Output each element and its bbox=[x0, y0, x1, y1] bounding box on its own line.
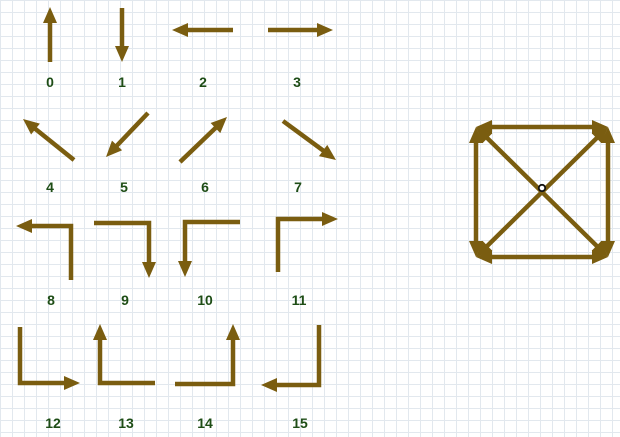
arrow-down-then-right-shaft bbox=[17, 327, 66, 386]
arrow-left-then-down-shaft bbox=[182, 219, 240, 263]
left-edge-arrow-head-end bbox=[469, 127, 483, 143]
arrow-down-then-right-head bbox=[64, 376, 80, 390]
direction-label: 5 bbox=[120, 179, 128, 195]
arrow-up-then-left-icon bbox=[16, 219, 74, 280]
direction-label: 7 bbox=[294, 179, 302, 195]
arrow-left-then-up-head bbox=[93, 324, 107, 340]
arrow-down-left-shaft bbox=[114, 111, 150, 149]
direction-label: 4 bbox=[46, 179, 54, 195]
direction-cell-5: 5 bbox=[106, 111, 150, 195]
arrow-up-then-right-icon bbox=[275, 212, 338, 272]
direction-label: 8 bbox=[47, 292, 55, 308]
arrow-up-right-icon bbox=[178, 117, 227, 164]
arrow-down-icon bbox=[115, 8, 129, 62]
arrow-right-then-down-shaft bbox=[94, 220, 152, 264]
direction-cell-0: 0 bbox=[43, 7, 57, 90]
direction-label: 11 bbox=[292, 292, 307, 308]
arrow-up-head bbox=[43, 7, 57, 23]
top-edge-arrow-head-end bbox=[592, 120, 608, 134]
arrow-left-head bbox=[172, 23, 188, 37]
direction-cell-13: 13 bbox=[93, 324, 155, 431]
arrow-right-icon bbox=[268, 23, 333, 37]
arrow-right-then-up-icon bbox=[175, 324, 240, 387]
arrow-up-left-icon bbox=[23, 119, 76, 162]
arrow-up-right-head bbox=[210, 117, 227, 134]
arrow-left-then-up-shaft bbox=[97, 338, 155, 386]
arrow-up-then-right-head bbox=[322, 212, 338, 226]
right-edge-arrow-head-end bbox=[601, 241, 615, 257]
arrow-right-then-down-icon bbox=[94, 220, 156, 278]
direction-label: 12 bbox=[45, 415, 61, 431]
direction-cell-2: 2 bbox=[172, 23, 233, 90]
arrow-up-right-shaft bbox=[178, 125, 219, 164]
direction-label: 15 bbox=[292, 415, 308, 431]
arrow-down-right-icon bbox=[281, 119, 336, 160]
top-edge-arrow-head-start bbox=[476, 120, 492, 134]
direction-cell-3: 3 bbox=[268, 23, 333, 90]
direction-label: 9 bbox=[121, 292, 129, 308]
arrow-down-then-right-icon bbox=[17, 327, 80, 390]
arrow-down-right-head bbox=[318, 144, 336, 160]
diagonal-arrow-2-head-end bbox=[476, 240, 493, 257]
arrow-down-left-head bbox=[106, 140, 123, 157]
direction-label: 6 bbox=[201, 179, 209, 195]
arrow-right-then-up-head bbox=[226, 324, 240, 340]
direction-cell-9: 9 bbox=[94, 220, 156, 308]
diagonal-arrow-1-head-start bbox=[476, 127, 493, 144]
direction-label: 3 bbox=[293, 74, 301, 90]
direction-cell-15: 15 bbox=[261, 325, 322, 431]
arrow-down-right-shaft bbox=[281, 119, 327, 154]
right-edge-arrow-head-start bbox=[601, 127, 615, 143]
direction-label: 14 bbox=[197, 415, 213, 431]
direction-label: 10 bbox=[197, 292, 213, 308]
left-edge-arrow-head-start bbox=[469, 241, 483, 257]
direction-cell-14: 14 bbox=[175, 324, 240, 431]
direction-cell-11: 11 bbox=[275, 212, 338, 308]
arrow-left-then-down-head bbox=[178, 261, 192, 277]
direction-cell-10: 10 bbox=[178, 219, 240, 308]
arrow-up-then-right-shaft bbox=[275, 216, 324, 272]
arrow-up-left-head bbox=[23, 119, 40, 135]
arrow-up-left-shaft bbox=[32, 126, 76, 162]
composite-square-diagram: o bbox=[469, 120, 615, 264]
direction-label: 13 bbox=[118, 415, 134, 431]
direction-cell-4: 4 bbox=[23, 119, 76, 195]
arrow-left-then-down-icon bbox=[178, 219, 240, 277]
direction-cell-7: 7 bbox=[281, 119, 336, 195]
direction-cell-1: 1 bbox=[115, 8, 129, 90]
arrow-down-then-left-head bbox=[261, 378, 277, 392]
direction-label: 0 bbox=[46, 74, 54, 90]
arrow-right-head bbox=[317, 23, 333, 37]
arrow-up-then-left-shaft bbox=[30, 223, 74, 280]
bottom-edge-arrow-head-end bbox=[476, 250, 492, 264]
direction-cell-6: 6 bbox=[178, 117, 227, 195]
direction-label: 2 bbox=[199, 74, 207, 90]
direction-label: 1 bbox=[118, 74, 126, 90]
arrow-down-then-left-shaft bbox=[275, 325, 322, 388]
diagonal-arrow-1-head-end bbox=[591, 240, 608, 257]
arrow-left-icon bbox=[172, 23, 233, 37]
arrow-right-then-up-shaft bbox=[175, 338, 236, 387]
bottom-edge-arrow-head-start bbox=[592, 250, 608, 264]
direction-cell-12: 12 bbox=[17, 327, 80, 431]
arrow-up-then-left-head bbox=[16, 219, 32, 233]
direction-cell-8: 8 bbox=[16, 219, 74, 308]
arrow-down-left-icon bbox=[106, 111, 150, 157]
square-with-diagonals-bidirectional-arrows-icon bbox=[469, 120, 615, 264]
diagonal-arrow-2-head-start bbox=[591, 127, 608, 144]
arrow-down-head bbox=[115, 46, 129, 62]
arrow-up-icon bbox=[43, 7, 57, 62]
arrow-right-then-down-head bbox=[142, 262, 156, 278]
arrow-left-then-up-icon bbox=[93, 324, 155, 386]
origin-marker bbox=[537, 183, 547, 193]
arrow-down-then-left-icon bbox=[261, 325, 322, 392]
